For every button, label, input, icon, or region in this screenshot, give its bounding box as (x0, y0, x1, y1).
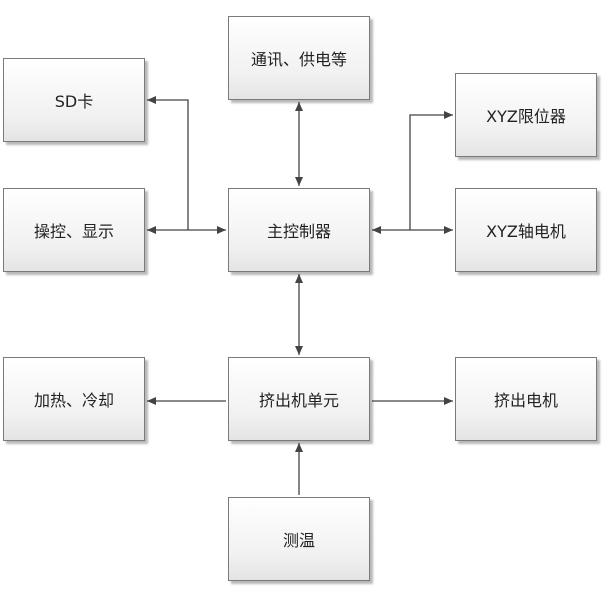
node-communication-power: 通讯、供电等 (228, 16, 370, 100)
node-xyz-limit-switch: XYZ限位器 (455, 73, 597, 157)
node-xyz-axis-motor: XYZ轴电机 (455, 188, 597, 272)
node-heating-cooling: 加热、冷却 (3, 357, 145, 441)
node-control-display: 操控、显示 (3, 188, 145, 272)
node-main-controller: 主控制器 (228, 188, 370, 272)
node-temperature-sensing: 测温 (228, 497, 370, 581)
node-extruder-unit: 挤出机单元 (228, 357, 370, 441)
node-extruder-motor: 挤出电机 (455, 357, 597, 441)
edge-controller-sd (147, 96, 189, 230)
node-sd-card: SD卡 (3, 58, 145, 142)
edge-controller-xyz-limit (409, 111, 453, 230)
